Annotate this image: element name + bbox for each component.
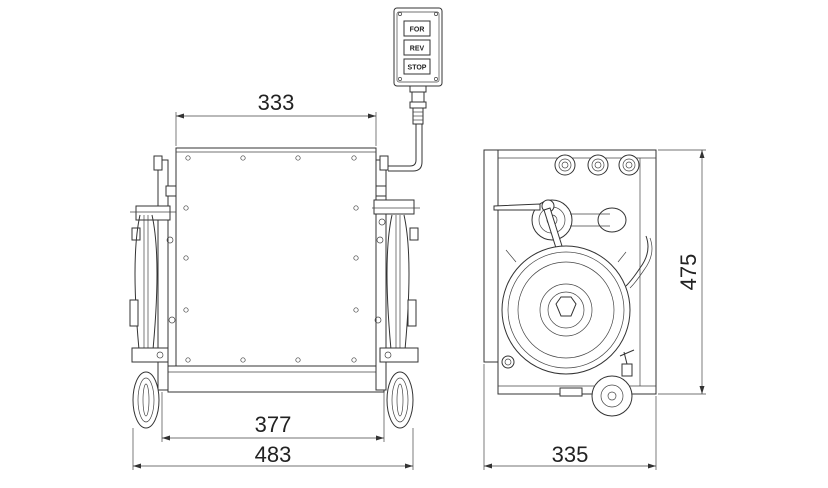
dimension-inner-width: 377: [255, 412, 292, 437]
pendant-button-for-label: FOR: [410, 27, 425, 34]
side-view-glands: [554, 154, 640, 176]
pendant-button-for: FOR: [403, 20, 431, 37]
side-view-drum: [501, 245, 631, 375]
pendant-control: FOR REV STOP: [393, 7, 443, 125]
dimension-lines: [132, 112, 706, 470]
dimension-side-height: 475: [676, 254, 701, 291]
pendant-cable: [388, 124, 417, 167]
dimension-side-depth: 335: [552, 442, 589, 467]
pendant-button-stop: STOP: [403, 58, 431, 75]
pendant-button-rev-label: REV: [410, 46, 425, 53]
side-view: [483, 149, 657, 417]
dimension-top-width: 333: [258, 90, 295, 115]
front-view: [129, 147, 420, 429]
pendant-button-rev: REV: [403, 39, 431, 56]
pendant-button-stop-label: STOP: [408, 65, 427, 72]
dimension-overall-width: 483: [255, 442, 292, 467]
